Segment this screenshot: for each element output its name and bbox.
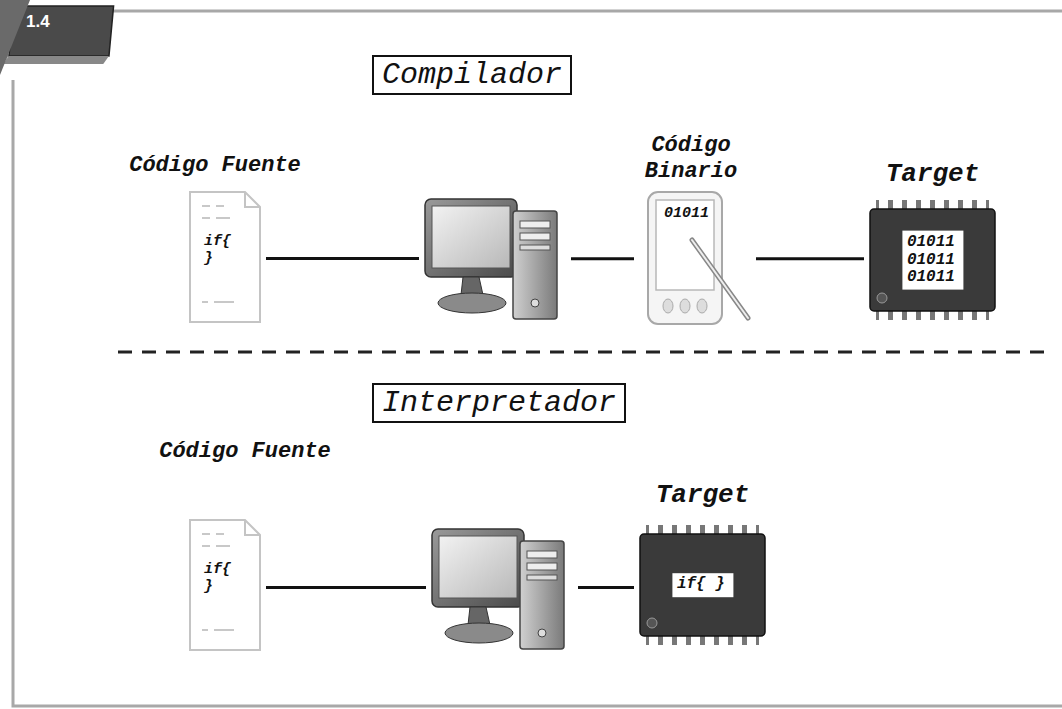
- doc-node: Código Fuenteif{ }: [190, 192, 260, 322]
- icon-heading: Target: [656, 481, 750, 511]
- chip-code: 01011 01011 01011: [902, 231, 963, 290]
- code-text: if{ }: [204, 562, 240, 595]
- title-box: Compilador: [372, 55, 572, 95]
- code-text: if{ }: [204, 234, 240, 267]
- connector-line: [756, 257, 864, 260]
- icon-heading: Código Fuente: [159, 439, 331, 464]
- pc-node: [425, 195, 565, 325]
- chip-code: if{ }: [672, 573, 733, 597]
- connector-line: [266, 257, 419, 260]
- chip-node: Target01011 01011 01011: [870, 200, 995, 320]
- icon-heading: Código Fuente: [129, 153, 301, 178]
- connector-line: [571, 257, 634, 260]
- connector-line: [266, 586, 426, 589]
- icon-heading: Código Binario: [635, 133, 747, 184]
- chip-node: Targetif{ }: [640, 525, 765, 645]
- title-text: Interpretador: [382, 386, 616, 420]
- title-text: Compilador: [382, 58, 562, 92]
- figure-number: 1.4: [26, 12, 50, 32]
- connector-line: [578, 586, 634, 589]
- pc-node: [432, 525, 572, 655]
- pda-node: Código Binario01011: [640, 190, 750, 325]
- code-text: 01011: [664, 206, 700, 223]
- icon-heading: Target: [886, 160, 980, 190]
- doc-node: Código Fuenteif{ }: [190, 520, 260, 650]
- title-box: Interpretador: [372, 383, 626, 423]
